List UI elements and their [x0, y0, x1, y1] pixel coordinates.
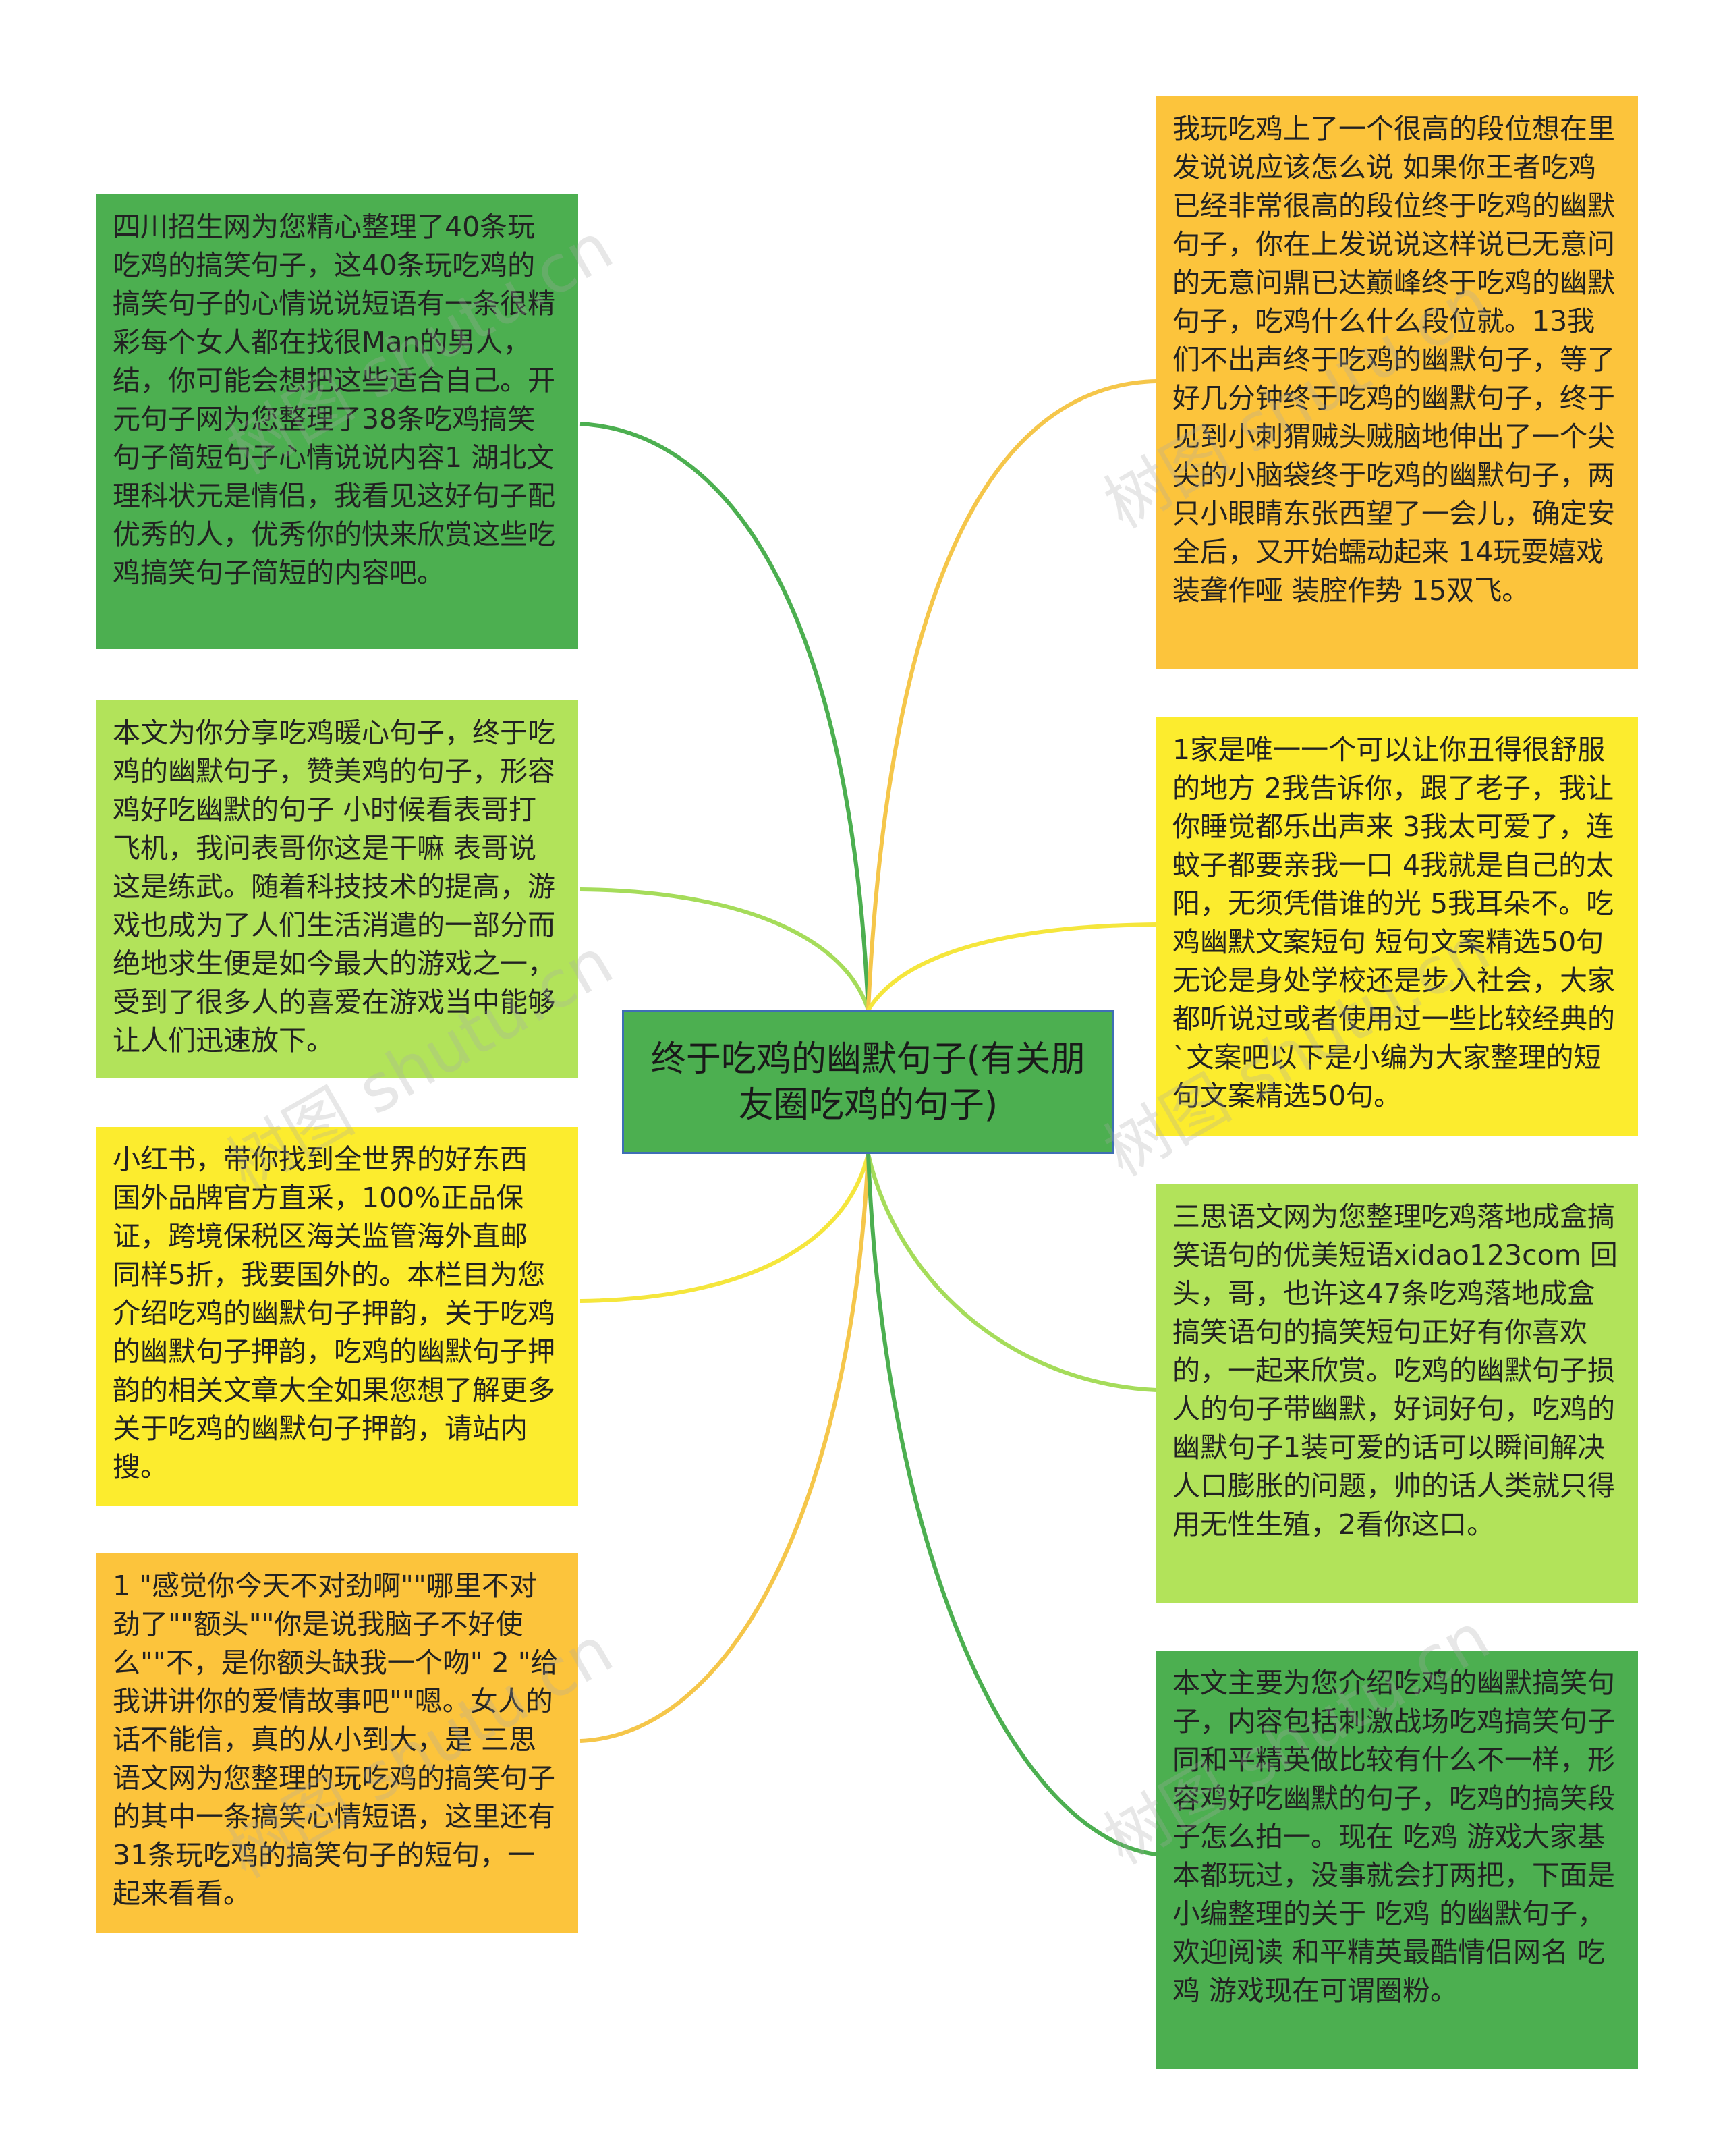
topic-node-text: 本文为你分享吃鸡暖心句子，终于吃鸡的幽默句子，赞美鸡的句子，形容鸡好吃幽默的句子… [113, 717, 555, 1057]
topic-node-right-2: 1家是唯一一个可以让你丑得很舒服的地方 2我告诉你，跟了老子，我让你睡觉都乐出声… [1156, 717, 1638, 1136]
connector-right-2 [866, 922, 1157, 1012]
connector-right-3 [866, 1153, 1157, 1392]
topic-node-text: 三思语文网为您整理吃鸡落地成盒搞笑语句的优美短语xidao123com 回头，哥… [1172, 1200, 1618, 1541]
connector-left-4 [579, 1153, 870, 1743]
connector-right-1 [866, 379, 1157, 1011]
topic-node-right-1: 我玩吃鸡上了一个很高的段位想在里发说说应该怎么说 如果你王者吃鸡已经非常很高的段… [1156, 96, 1638, 669]
connector-right-4 [866, 1153, 1157, 1856]
central-topic-title: 终于吃鸡的幽默句子(有关朋友圈吃鸡的句子) [650, 1039, 1086, 1126]
topic-node-left-3: 小红书，带你找到全世界的好东西 国外品牌官方直采，100%正品保证，跨境保税区海… [96, 1127, 578, 1506]
topic-node-text: 1家是唯一一个可以让你丑得很舒服的地方 2我告诉你，跟了老子，我让你睡觉都乐出声… [1172, 734, 1615, 1112]
topic-node-text: 小红书，带你找到全世界的好东西 国外品牌官方直采，100%正品保证，跨境保税区海… [113, 1143, 555, 1483]
connector-left-1 [579, 422, 870, 1011]
topic-node-right-3: 三思语文网为您整理吃鸡落地成盒搞笑语句的优美短语xidao123com 回头，哥… [1156, 1184, 1638, 1603]
topic-node-text: 本文主要为您介绍吃鸡的幽默搞笑句子，内容包括刺激战场吃鸡搞笑句子同和平精英做比较… [1172, 1667, 1615, 2007]
topic-node-text: 四川招生网为您精心整理了40条玩吃鸡的搞笑句子，这40条玩吃鸡的搞笑句子的心情说… [113, 211, 555, 589]
topic-node-left-2: 本文为你分享吃鸡暖心句子，终于吃鸡的幽默句子，赞美鸡的句子，形容鸡好吃幽默的句子… [96, 700, 578, 1078]
connector-left-2 [579, 887, 870, 1011]
topic-node-text: 1 "感觉你今天不对劲啊""哪里不对劲了""额头""你是说我脑子不好使么""不，… [113, 1570, 559, 1910]
central-topic-node: 终于吃鸡的幽默句子(有关朋友圈吃鸡的句子) [622, 1010, 1114, 1154]
topic-node-left-4: 1 "感觉你今天不对劲啊""哪里不对劲了""额头""你是说我脑子不好使么""不，… [96, 1553, 578, 1933]
topic-node-left-1: 四川招生网为您精心整理了40条玩吃鸡的搞笑句子，这40条玩吃鸡的搞笑句子的心情说… [96, 194, 578, 649]
topic-node-text: 我玩吃鸡上了一个很高的段位想在里发说说应该怎么说 如果你王者吃鸡已经非常很高的段… [1172, 113, 1615, 607]
connector-left-3 [579, 1153, 870, 1303]
topic-node-right-4: 本文主要为您介绍吃鸡的幽默搞笑句子，内容包括刺激战场吃鸡搞笑句子同和平精英做比较… [1156, 1651, 1638, 2069]
